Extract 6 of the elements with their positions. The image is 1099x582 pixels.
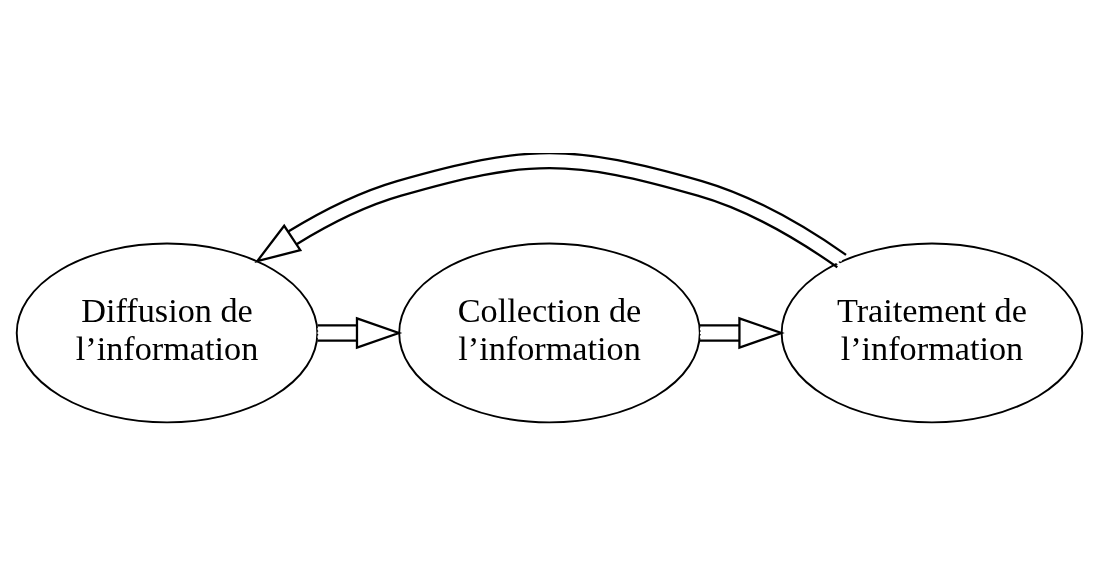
arrow — [254, 152, 847, 268]
arrow — [699, 316, 785, 349]
node-ellipse: Traitement de l’information — [780, 242, 1084, 423]
arrow — [317, 316, 403, 349]
node-ellipse: Diffusion de l’information — [15, 242, 319, 423]
node-ellipse: Collection de l’information — [398, 242, 701, 423]
